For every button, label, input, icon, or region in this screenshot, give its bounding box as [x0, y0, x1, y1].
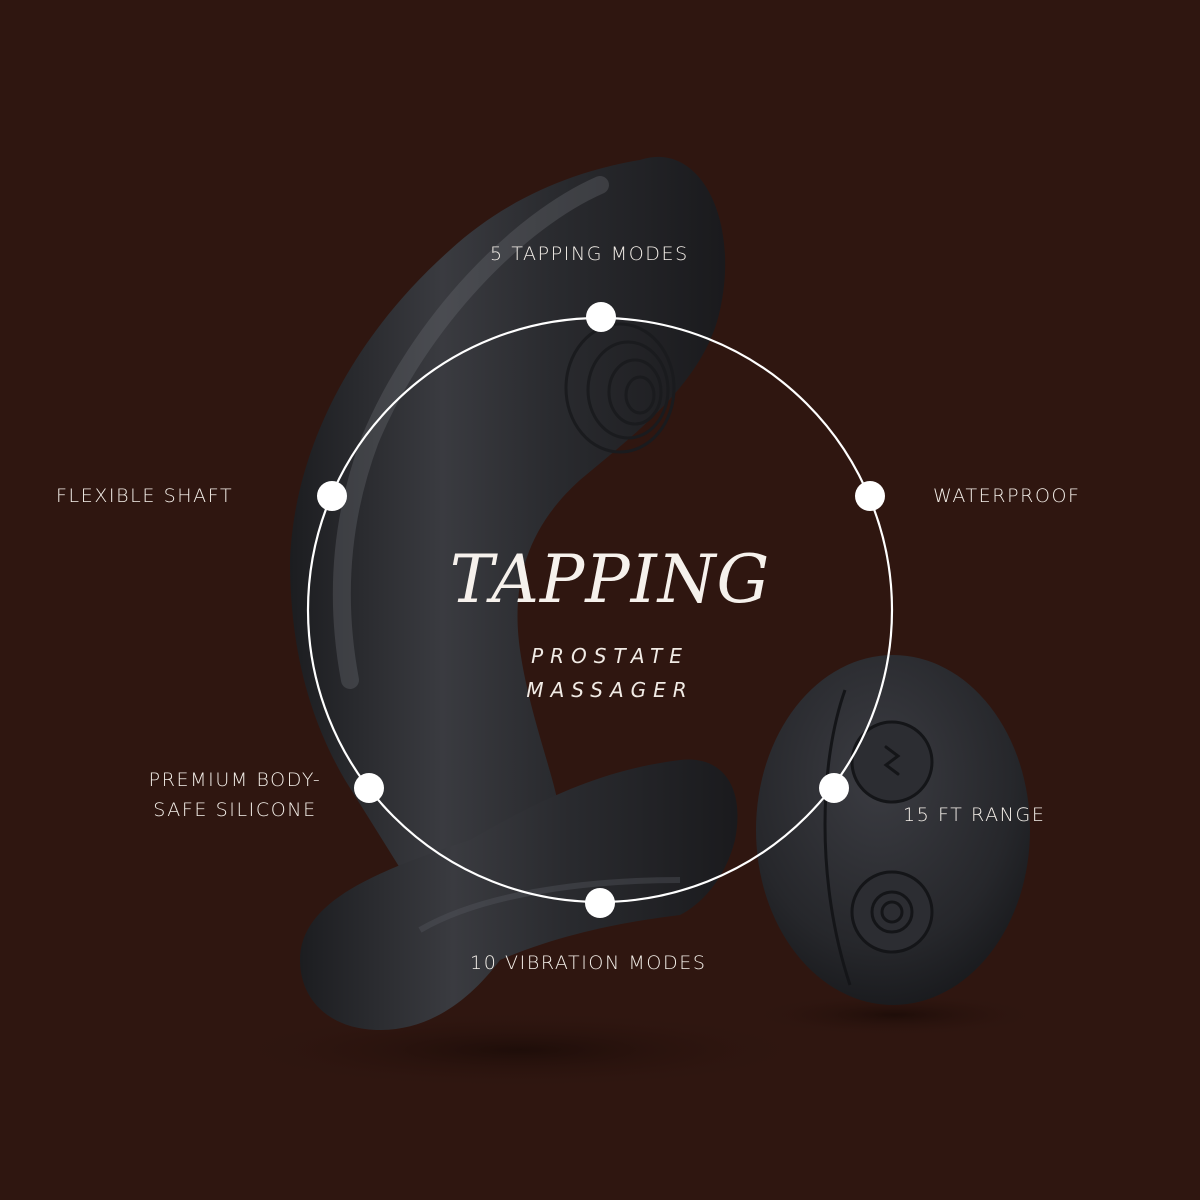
- feature-body-safe-silicone: PREMIUM BODY- SAFE SILICONE: [130, 765, 340, 825]
- feature-tapping-modes: 5 TAPPING MODES: [490, 243, 689, 265]
- feature-flexible-shaft: FLEXIBLE SHAFT: [56, 485, 234, 507]
- dot-marker-vibration-modes: [585, 888, 615, 918]
- feature-vibration-modes: 10 VIBRATION MODES: [470, 952, 707, 974]
- product-subtitle-line1: PROSTATE: [531, 644, 689, 668]
- dot-marker-tapping-modes: [586, 302, 616, 332]
- feature-body-safe-silicone-line1: PREMIUM BODY-: [148, 769, 322, 791]
- feature-body-safe-silicone-line2: SAFE SILICONE: [153, 799, 317, 821]
- product-subtitle-line2: MASSAGER: [526, 678, 694, 702]
- dot-marker-silicone: [354, 773, 384, 803]
- tapping-head-icon: [564, 322, 676, 454]
- floor-shadow: [220, 1010, 820, 1090]
- feature-waterproof: WATERPROOF: [933, 485, 1081, 507]
- product-title: TAPPING: [449, 541, 771, 618]
- massager-device: [290, 156, 738, 1030]
- remote-shadow: [745, 993, 1045, 1037]
- dot-marker-flexible-shaft: [317, 481, 347, 511]
- dot-marker-waterproof: [855, 481, 885, 511]
- vibration-wave-icon: [850, 720, 934, 804]
- dot-marker-range: [819, 773, 849, 803]
- power-rings-icon: [850, 870, 934, 954]
- feature-range: 15 FT RANGE: [903, 804, 1046, 826]
- remote-control: [756, 655, 1030, 1005]
